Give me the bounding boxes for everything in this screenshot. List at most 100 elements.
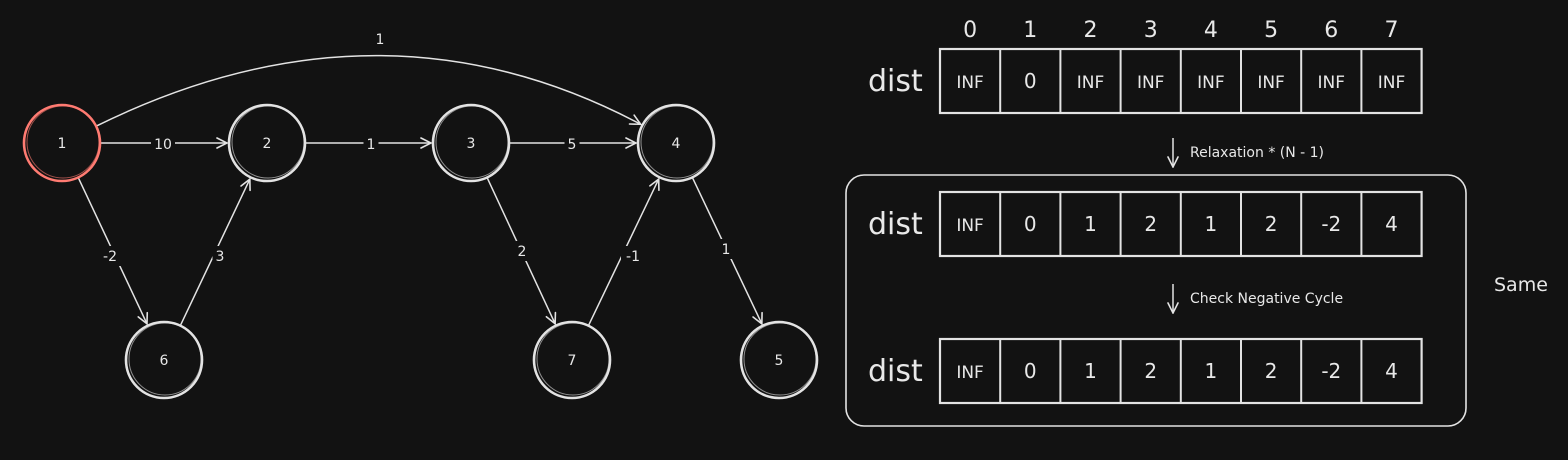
node-circle	[532, 320, 612, 400]
array-cell-value: 4	[1385, 212, 1398, 236]
graph-edges: 1 10 1 5 -2 3 2 -1 1	[77, 29, 762, 327]
node-circle-sketch	[26, 105, 100, 179]
array-cell-value: 1	[1084, 359, 1097, 383]
step-check-negative-cycle: Check Negative Cycle	[1173, 284, 1343, 313]
index-label: 5	[1264, 18, 1278, 43]
index-label: 1	[1023, 18, 1037, 43]
array-cell-value: INF	[1318, 73, 1346, 93]
graph-nodes: 1 2 3 4 6 7 5	[22, 103, 819, 400]
array-row-label: dist	[868, 207, 923, 242]
edge-weight: -1	[626, 249, 640, 265]
array-cell-value: 1	[1084, 212, 1097, 236]
edge-line	[95, 54, 641, 127]
node-circle-sketch	[743, 322, 817, 396]
array-row-label: dist	[868, 354, 923, 389]
edge-label-bg	[718, 239, 734, 259]
edge-1-4: 1	[95, 29, 641, 127]
comparison-frame	[845, 174, 1467, 427]
node-circle	[124, 320, 204, 400]
array-cell-value: INF	[956, 73, 984, 93]
edge-weight: 1	[367, 137, 376, 153]
node-6: 6	[124, 320, 204, 400]
step-relaxation: Relaxation * (N - 1)	[1173, 138, 1324, 167]
edge-weight: 1	[376, 32, 385, 48]
same-label: Same	[1494, 274, 1548, 296]
dist-array-row: dist INF 0 1 2 1 2 -2 4	[868, 190, 1423, 258]
index-label: 4	[1204, 18, 1218, 43]
node-7: 7	[532, 320, 612, 400]
edge-weight: 10	[154, 137, 172, 153]
edge-label-bg	[98, 246, 122, 266]
node-3: 3	[431, 103, 511, 183]
array-row-label: dist	[868, 64, 923, 99]
step-label-relaxation: Relaxation * (N - 1)	[1190, 145, 1324, 161]
edge-4-5: 1	[691, 177, 762, 324]
node-2: 2	[227, 103, 307, 183]
array-cell-value: -2	[1321, 359, 1341, 383]
edge-label-bg	[564, 134, 580, 154]
array-cell-value: 2	[1144, 359, 1157, 383]
step-label-check-negative-cycle: Check Negative Cycle	[1190, 291, 1343, 307]
node-circle-sketch	[640, 105, 714, 179]
array-cell-value: 1	[1205, 359, 1218, 383]
array-cell-value: INF	[1077, 73, 1105, 93]
index-label: 3	[1144, 18, 1158, 43]
array-cell-value: 4	[1385, 359, 1398, 383]
node-1: 1	[22, 103, 102, 183]
node-label: 7	[568, 353, 577, 369]
node-circle	[431, 103, 511, 183]
edge-label-bg	[363, 134, 379, 154]
array-cell-value: INF	[1197, 73, 1225, 93]
array-cell-value: 2	[1265, 359, 1278, 383]
edge-7-4: -1	[587, 179, 658, 327]
edge-label-bg	[212, 246, 228, 266]
edge-label-bg	[514, 241, 530, 261]
node-label: 2	[263, 136, 272, 152]
node-circle-sketch	[231, 105, 305, 179]
edge-3-4: 5	[509, 134, 636, 154]
edge-label-bg	[151, 134, 175, 154]
node-5: 5	[739, 320, 819, 400]
array-cell-value: 2	[1144, 212, 1157, 236]
index-label: 6	[1324, 18, 1338, 43]
array-cell-value: 2	[1265, 212, 1278, 236]
array-cell-value: 1	[1205, 212, 1218, 236]
array-cell-value: INF	[956, 363, 984, 383]
node-label: 3	[467, 136, 476, 152]
edge-label-bg	[621, 246, 645, 266]
node-4: 4	[636, 103, 716, 183]
edge-6-2: 3	[179, 179, 250, 326]
array-cell-value: 0	[1024, 212, 1037, 236]
array-cell-value: -2	[1321, 212, 1341, 236]
edge-label-bg	[372, 29, 388, 49]
edge-1-2: 10	[100, 134, 227, 154]
node-circle	[739, 320, 819, 400]
node-circle-sketch	[536, 322, 610, 396]
node-circle	[22, 103, 102, 183]
edge-weight: 5	[568, 137, 577, 153]
index-label: 7	[1385, 18, 1399, 43]
array-cell-value: INF	[1137, 73, 1165, 93]
array-cell-value: 0	[1024, 359, 1037, 383]
node-label: 6	[160, 353, 169, 369]
edge-2-3: 1	[305, 134, 431, 154]
node-label: 1	[58, 136, 67, 152]
dist-array-row: dist INF 0 1 2 1 2 -2 4	[868, 337, 1423, 405]
edge-weight: 1	[722, 242, 731, 258]
node-circle-sketch	[128, 322, 202, 396]
edge-weight: 2	[518, 244, 527, 260]
array-cell-value: INF	[1257, 73, 1285, 93]
edge-weight: 3	[216, 249, 225, 265]
index-label: 0	[963, 18, 977, 43]
array-cell-value: INF	[1378, 73, 1406, 93]
array-cell-value: INF	[956, 216, 984, 236]
node-circle-sketch	[435, 105, 509, 179]
node-circle	[636, 103, 716, 183]
edge-1-6: -2	[77, 177, 147, 323]
node-circle	[227, 103, 307, 183]
node-label: 4	[672, 136, 681, 152]
